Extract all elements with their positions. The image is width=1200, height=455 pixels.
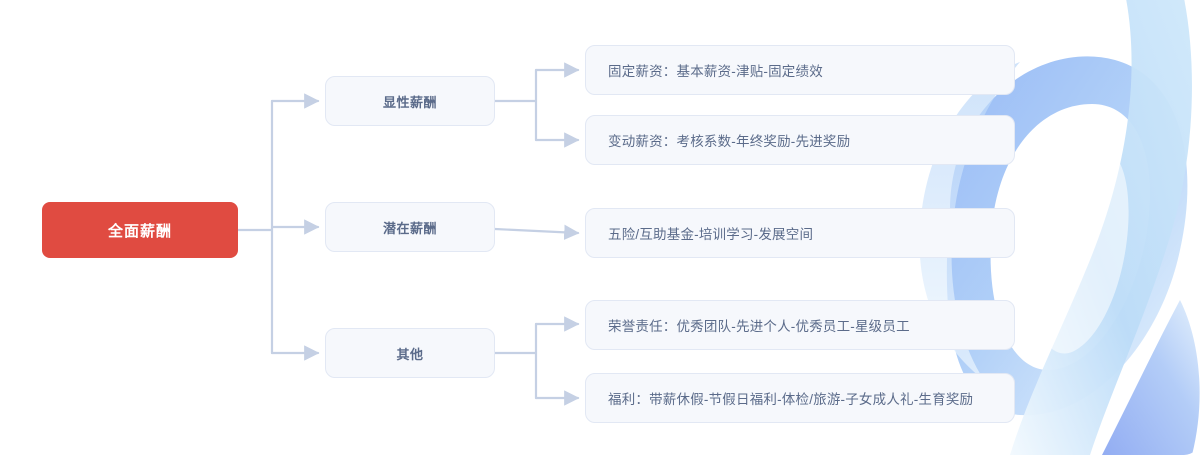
leaf-node-fixed-salary[interactable]: 固定薪资：基本薪资-津贴-固定绩效 <box>585 45 1015 95</box>
root-node-total-compensation[interactable]: 全面薪酬 <box>42 202 238 258</box>
leaf-node-honor-responsibility[interactable]: 荣誉责任：优秀团队-先进个人-优秀员工-星级员工 <box>585 300 1015 350</box>
branch-node-potential-compensation[interactable]: 潜在薪酬 <box>325 202 495 252</box>
leaf-node-welfare[interactable]: 福利：带薪休假-节假日福利-体检/旅游-子女成人礼-生育奖励 <box>585 373 1015 423</box>
leaf-node-variable-salary[interactable]: 变动薪资：考核系数-年终奖励-先进奖励 <box>585 115 1015 165</box>
leaf-node-insurance-training-development[interactable]: 五险/互助基金-培训学习-发展空间 <box>585 208 1015 258</box>
branch-node-explicit-compensation[interactable]: 显性薪酬 <box>325 76 495 126</box>
branch-node-other[interactable]: 其他 <box>325 328 495 378</box>
